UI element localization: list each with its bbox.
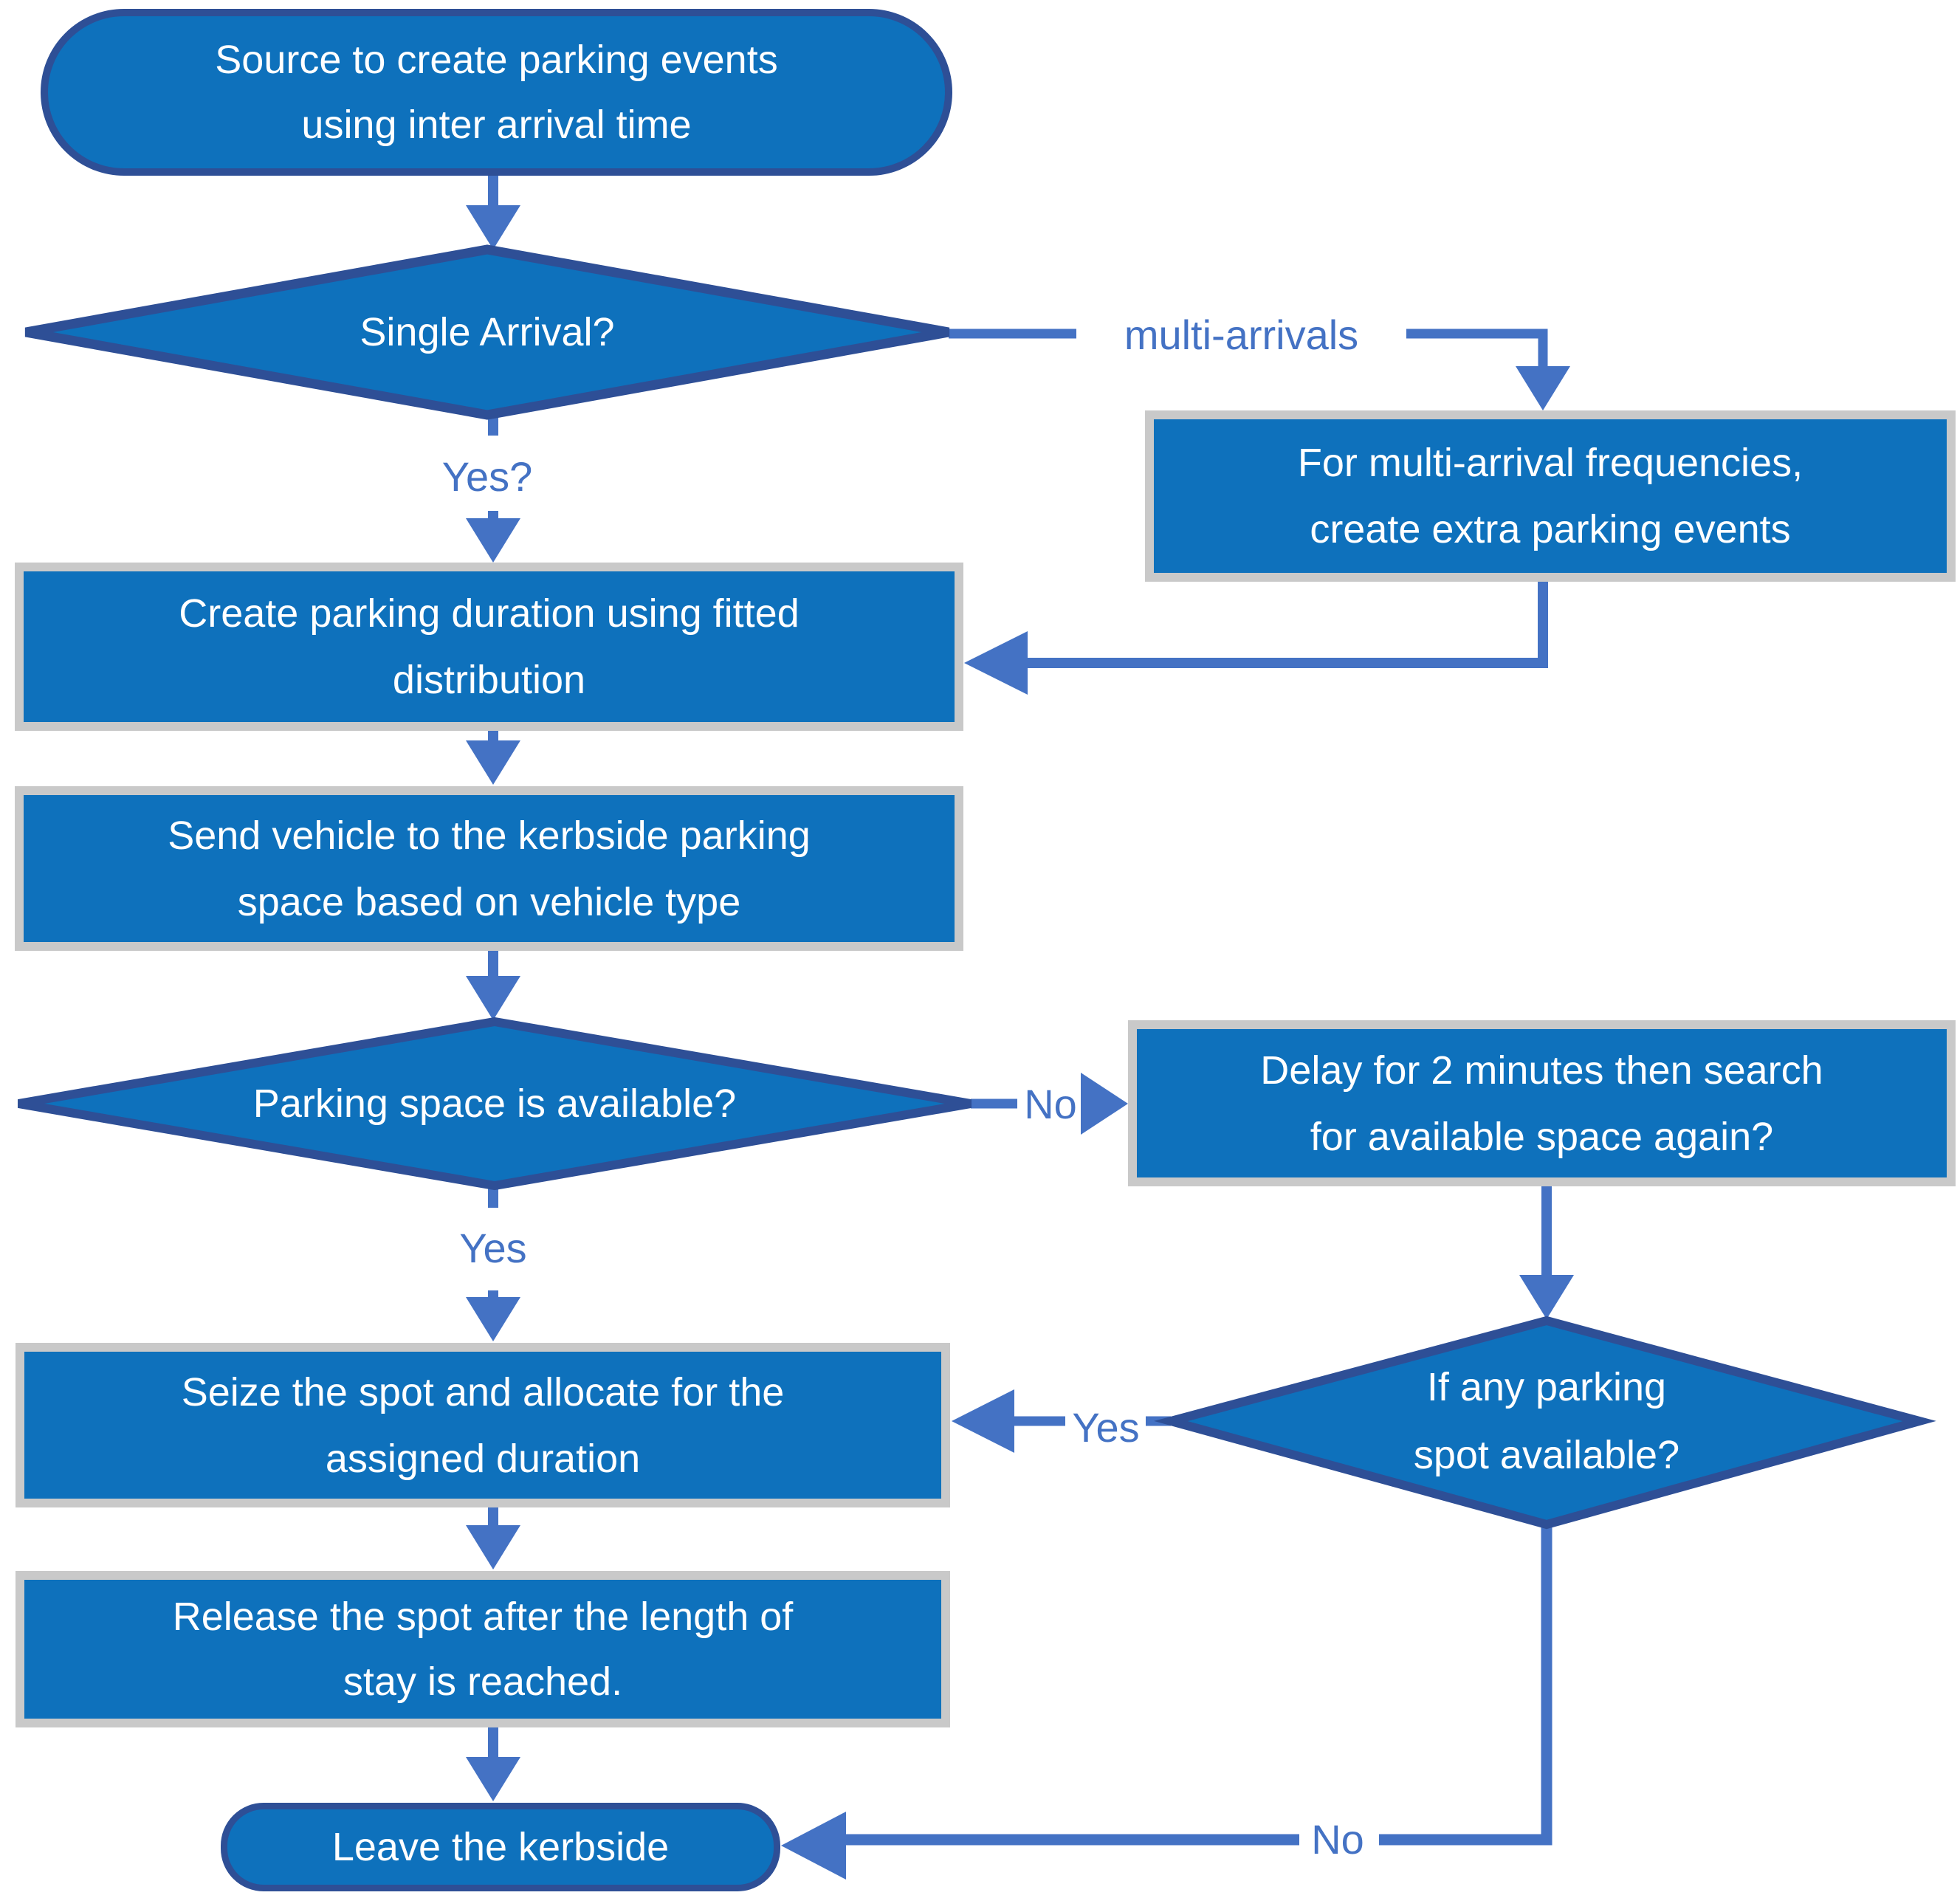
node-seize-spot-line1: Seize the spot and allocate for the xyxy=(181,1369,785,1414)
node-single-arrival-line1: Single Arrival? xyxy=(360,310,615,354)
node-release-spot-line2: stay is reached. xyxy=(343,1660,623,1704)
arrowhead-into-multi-box xyxy=(1516,366,1570,410)
arrowhead-into-delay-box xyxy=(1081,1073,1128,1135)
edge-label-no-space: No xyxy=(1024,1080,1077,1127)
edge-label-yes-space: Yes xyxy=(459,1224,527,1271)
node-start-line2: using inter arrival time xyxy=(301,103,692,147)
edge-label-yes-spot: Yes xyxy=(1072,1403,1140,1451)
node-leave-kerbside: Leave the kerbside xyxy=(221,1803,780,1891)
node-space-available: Parking space is available? xyxy=(100,1059,890,1148)
node-send-vehicle-line2: space based on vehicle type xyxy=(237,879,741,924)
arrowhead-into-seize-box xyxy=(952,1389,1014,1453)
node-multi-arrival-box-line1: For multi-arrival frequencies, xyxy=(1297,441,1803,485)
node-seize-spot-line2: assigned duration xyxy=(325,1436,641,1481)
node-release-spot: Release the spot after the length of sta… xyxy=(16,1571,950,1727)
arrow-seize-to-release xyxy=(466,1507,520,1569)
node-spot-available-line2: spot available? xyxy=(1413,1433,1680,1477)
edge-label-no-spot: No xyxy=(1311,1815,1364,1863)
arrow-single-arrival-yes xyxy=(466,415,520,563)
node-delay-search-line1: Delay for 2 minutes then search xyxy=(1260,1048,1823,1093)
node-create-duration-line1: Create parking duration using fitted xyxy=(179,591,800,636)
edge-multi-arrivals-connector xyxy=(949,329,1548,373)
node-spot-available: If any parking spot available? xyxy=(1251,1351,1842,1491)
node-start: Source to create parking events using in… xyxy=(41,9,952,176)
node-single-arrival: Single Arrival? xyxy=(118,288,856,376)
arrow-delay-to-spot-available xyxy=(1519,1186,1574,1319)
arrow-send-vehicle-to-space-available xyxy=(466,951,520,1020)
arrow-release-to-leave xyxy=(466,1727,520,1801)
arrowhead-into-leave-kerbside xyxy=(781,1812,846,1880)
node-create-duration-line2: distribution xyxy=(392,658,586,702)
arrow-space-available-yes xyxy=(466,1186,520,1341)
node-delay-search: Delay for 2 minutes then search for avai… xyxy=(1128,1020,1956,1186)
decision-single-arrival-shape xyxy=(24,244,950,420)
node-multi-arrival-box-line2: create extra parking events xyxy=(1310,507,1791,551)
edge-spot-available-no xyxy=(846,1524,1552,1846)
node-seize-spot: Seize the spot and allocate for the assi… xyxy=(16,1343,950,1507)
node-release-spot-line1: Release the spot after the length of xyxy=(172,1595,794,1639)
arrow-create-duration-to-send-vehicle xyxy=(466,731,520,785)
arrow-start-to-single-arrival xyxy=(466,176,520,250)
node-send-vehicle: Send vehicle to the kerbside parking spa… xyxy=(15,786,963,951)
node-create-duration: Create parking duration using fitted dis… xyxy=(15,563,963,731)
edge-label-multi-arrivals: multi-arrivals xyxy=(1124,311,1359,358)
arrowhead-into-create-duration xyxy=(964,631,1028,695)
decision-spot-available-shape xyxy=(1154,1316,1936,1530)
node-multi-arrival-box: For multi-arrival frequencies, create ex… xyxy=(1145,410,1956,582)
node-spot-available-line1: If any parking xyxy=(1426,1365,1667,1409)
node-delay-search-line2: for available space again? xyxy=(1310,1114,1774,1159)
node-leave-kerbside-line1: Leave the kerbside xyxy=(331,1825,670,1869)
edge-label-yes-question: Yes? xyxy=(441,453,533,500)
node-space-available-line1: Parking space is available? xyxy=(252,1082,737,1126)
node-send-vehicle-line1: Send vehicle to the kerbside parking xyxy=(168,813,811,858)
node-start-line1: Source to create parking events xyxy=(215,38,778,82)
edge-multi-box-to-create-duration xyxy=(1028,582,1548,668)
decision-space-available-shape xyxy=(17,1017,972,1191)
